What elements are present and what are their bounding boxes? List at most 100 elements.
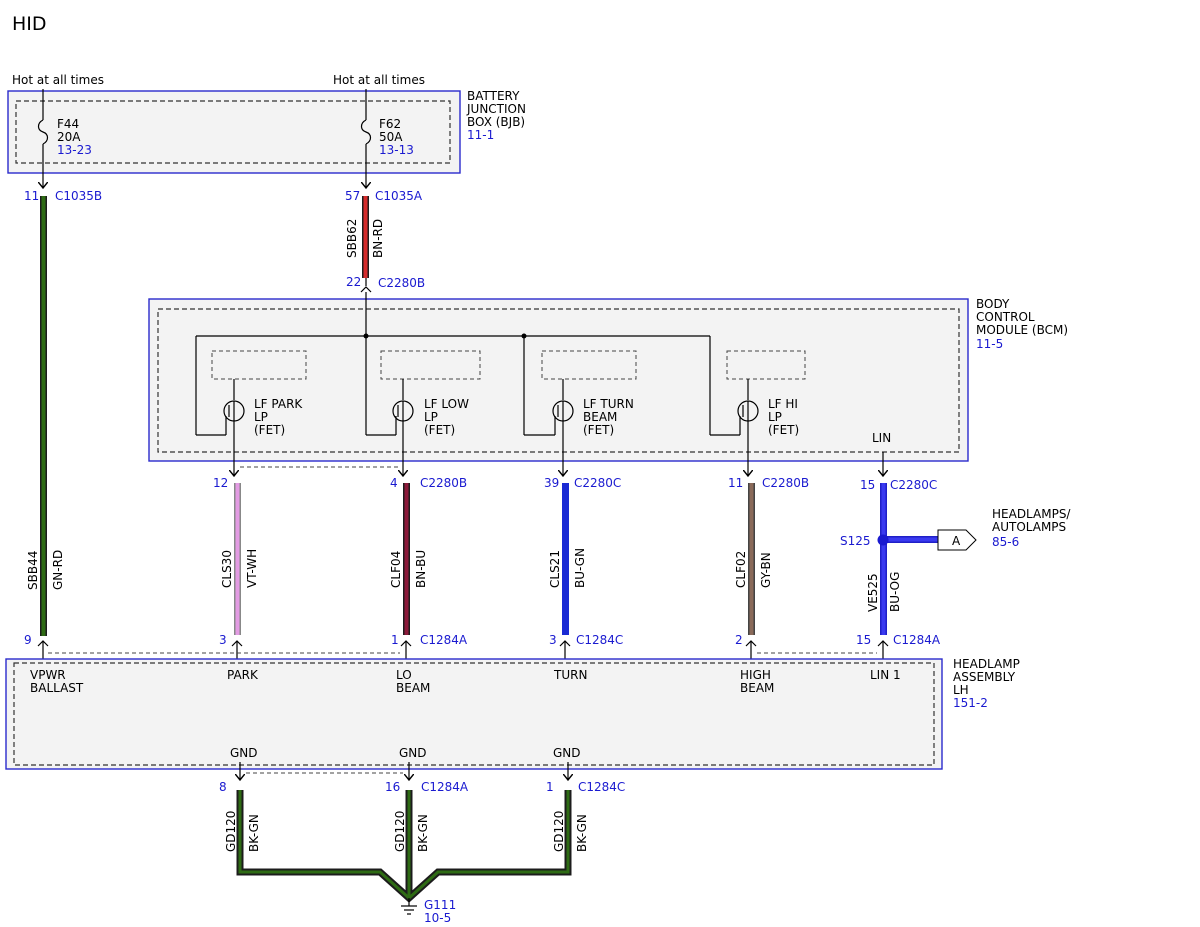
conn-c1035b: C1035B (55, 189, 102, 203)
fet-lf-park-3: (FET) (254, 423, 285, 437)
wire-gd120-1-circuit: GD120 (224, 811, 238, 852)
wire-gd120-1-color: BK-GN (247, 814, 261, 852)
wire-cls21-circuit: CLS21 (548, 550, 562, 588)
wire-clf04-color: BN-BU (414, 550, 428, 588)
hot-label-f44: Hot at all times (12, 73, 104, 87)
fet-lf-park-1: LF PARK (254, 397, 303, 411)
wire-gd120-2-color: BK-GN (416, 814, 430, 852)
bcm-pin-39: 39 (544, 476, 559, 490)
wire-sbb62: SBB62 BN-RD (345, 196, 385, 293)
bjb-name-2: JUNCTION (466, 102, 526, 116)
hl-pin-3-turn: 3 (549, 633, 557, 647)
hl-name-2: ASSEMBLY (953, 670, 1016, 684)
bcm-pin-4: 4 (390, 476, 398, 490)
hl-pin-2-high: 2 (735, 633, 743, 647)
gnd-conn-c1284c: C1284C (578, 780, 625, 794)
ground-ref: 10-5 (424, 911, 451, 925)
hl-gnd-3: GND (553, 746, 581, 760)
conn-c2280b-top: C2280B (378, 276, 425, 290)
fuse-f62-id: F62 (379, 117, 401, 131)
wire-sbb62-color: BN-RD (371, 219, 385, 258)
fet-lf-low: LF LOW LP (FET) (392, 397, 469, 476)
hl-name-3: LH (953, 683, 969, 697)
fet-lf-turn-3: (FET) (583, 423, 614, 437)
wire-clf02-color: GY-BN (759, 552, 773, 588)
hl-pin-9: 9 (24, 633, 32, 647)
fet-lf-hi-3: (FET) (768, 423, 799, 437)
fet-lf-turn: LF TURN BEAM (FET) (552, 397, 634, 476)
wire-cls30: CLS30 VT-WH (220, 483, 259, 635)
headlamp-assembly-lh: HEADLAMP ASSEMBLY LH 151-2 VPWR BALLAST … (5, 657, 1020, 770)
ground-arrows (240, 762, 568, 780)
ground-wires-gd120: GD120 BK-GN GD120 BK-GN GD120 BK-GN (224, 790, 589, 903)
bjb-name-3: BOX (BJB) (467, 115, 525, 129)
fuse-f44-rating: 20A (57, 130, 81, 144)
wire-ve525-circuit: VE525 (866, 573, 880, 612)
fet-lf-low-3: (FET) (424, 423, 455, 437)
fet-lf-turn-2: BEAM (583, 410, 617, 424)
battery-junction-box: BATTERY JUNCTION BOX (BJB) 11-1 (7, 89, 526, 174)
splice-s125-id: S125 (840, 534, 871, 548)
hl-term-high-1: HIGH (740, 668, 771, 682)
splice-dest-name-1: HEADLAMPS/ (992, 507, 1071, 521)
fuse-f44-id: F44 (57, 117, 79, 131)
fuse-f44-ref: 13-23 (57, 143, 92, 157)
bcm-pin-11: 11 (728, 476, 743, 490)
hl-conn-c1284a-2: C1284A (893, 633, 941, 647)
hl-term-park: PARK (227, 668, 259, 682)
gnd-conn-c1284a: C1284A (421, 780, 469, 794)
wire-cls30-circuit: CLS30 (220, 550, 234, 588)
hl-pin-1-lo: 1 (391, 633, 399, 647)
ground-g111: G111 10-5 (401, 898, 456, 925)
hl-term-vpwr-2: BALLAST (30, 681, 84, 695)
bcm-conn-c2280c-2: C2280C (890, 478, 937, 492)
conn-c1035a: C1035A (375, 189, 423, 203)
bcm-pin-15: 15 (860, 478, 875, 492)
bcm-conn-c2280c: C2280C (574, 476, 621, 490)
wire-gd120-3-circuit: GD120 (552, 811, 566, 852)
hl-ref: 151-2 (953, 696, 988, 710)
hl-name-1: HEADLAMP (953, 657, 1020, 671)
pin-11-c1035b: 11 (24, 189, 39, 203)
wire-clf02-circuit: CLF02 (734, 551, 748, 588)
wire-cls21-color: BU-GN (573, 548, 587, 588)
hl-gnd-1: GND (230, 746, 258, 760)
hl-term-high-2: BEAM (740, 681, 774, 695)
hl-term-lo-1: LO (396, 668, 412, 682)
gnd-pin-1: 1 (546, 780, 554, 794)
fet-lf-hi: LF HI LP (FET) (737, 397, 799, 476)
hl-conn-c1284a: C1284A (420, 633, 468, 647)
headlamp-input-arrows (37, 640, 889, 660)
wire-sbb62-circuit: SBB62 (345, 219, 359, 258)
pin-22-c2280b: 22 (346, 275, 361, 289)
wire-clf04: CLF04 BN-BU (389, 483, 428, 635)
hot-label-f62: Hot at all times (333, 73, 425, 87)
fuse-f62: F62 50A 13-13 (360, 89, 414, 188)
wire-clf02: CLF02 GY-BN (734, 483, 773, 635)
hl-gnd-2: GND (399, 746, 427, 760)
bcm-conn-c2280b: C2280B (420, 476, 467, 490)
wire-ve525-color: BU-OG (888, 572, 902, 612)
hl-pin-15-lin: 15 (856, 633, 871, 647)
hl-term-vpwr-1: VPWR (30, 668, 66, 682)
fet-lf-park: LF PARK LP (FET) (223, 397, 303, 476)
bcm-conn-c2280b-2: C2280B (762, 476, 809, 490)
bcm-name-2: CONTROL (976, 310, 1035, 324)
hl-conn-c1284c: C1284C (576, 633, 623, 647)
hl-term-turn: TURN (553, 668, 587, 682)
hl-term-lin1: LIN 1 (870, 668, 901, 682)
wire-gd120-2-circuit: GD120 (393, 811, 407, 852)
bcm-pin-12: 12 (213, 476, 228, 490)
bjb-ref: 11-1 (467, 128, 494, 142)
wire-gd120-3-color: BK-GN (575, 814, 589, 852)
hl-pin-3-park: 3 (219, 633, 227, 647)
splice-dest-name-2: AUTOLAMPS (992, 520, 1066, 534)
ground-id: G111 (424, 898, 456, 912)
fet-lf-park-2: LP (254, 410, 268, 424)
wire-clf04-circuit: CLF04 (389, 551, 403, 588)
fuse-f62-ref: 13-13 (379, 143, 414, 157)
fuse-f62-rating: 50A (379, 130, 403, 144)
fet-lf-low-1: LF LOW (424, 397, 469, 411)
wire-sbb44-circuit: SBB44 (26, 551, 40, 590)
